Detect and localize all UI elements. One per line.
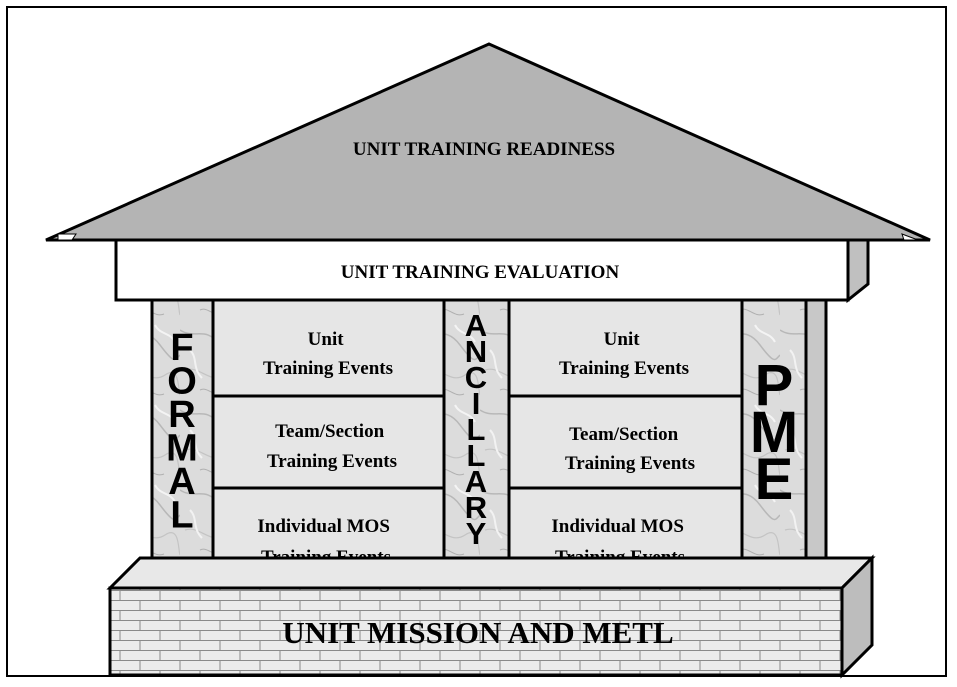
- beam-label: UNIT TRAINING EVALUATION: [341, 262, 620, 283]
- pillar-center-letter: N: [465, 334, 487, 369]
- pillar-formal: [150, 298, 215, 580]
- beam: [114, 238, 850, 302]
- pillar-right-letter: E: [755, 447, 794, 512]
- pillar-right-letter: M: [750, 400, 798, 465]
- foundation: [108, 586, 844, 677]
- pillar-center-letter: Y: [466, 516, 487, 551]
- pillar-center-letter: L: [467, 412, 486, 447]
- beam-side: [846, 238, 870, 304]
- pillar-center-letter: A: [465, 308, 487, 343]
- block-left-team-line1: Team/Section: [275, 421, 385, 442]
- house-side-wall: [804, 298, 828, 582]
- pillar-center-letter: R: [465, 490, 487, 525]
- pillar-left-letter: F: [170, 327, 193, 369]
- roof-right-eave: [901, 233, 919, 241]
- svg-text:Team/Section Training Ev: Team/Section Training Events: [565, 424, 695, 474]
- svg-text:Unit Training Events: Unit Training Events: [559, 329, 689, 379]
- roof-label: UNIT TRAINING READINESS: [353, 139, 615, 160]
- pillar-center-letter: I: [472, 386, 481, 421]
- block-left-individual-line1: Individual MOS: [257, 516, 390, 537]
- block-right-unit-line2: Training Events: [559, 358, 689, 379]
- block-right-team-line2: Training Events: [565, 453, 695, 474]
- pillar-left-letter: R: [168, 394, 195, 436]
- svg-text:Team/Section Training Ev: Team/Section Training Events: [267, 421, 397, 472]
- pillar-pme-label: PME: [750, 353, 798, 512]
- block-right-unit-line1: Unit: [604, 329, 641, 350]
- block-left-unit: [211, 298, 446, 398]
- block-right-team-line1: Team/Section: [569, 424, 679, 445]
- pillar-center-letter: L: [467, 438, 486, 473]
- block-left-team-line2: Training Events: [267, 451, 397, 472]
- pillar-center-letter: C: [465, 360, 487, 395]
- pillar-left-letter: L: [170, 495, 193, 537]
- pillar-right-letter: P: [755, 353, 794, 418]
- pillar-center-letter: A: [465, 464, 487, 499]
- left-blocks: Unit Training Events Team/Section Traini…: [211, 298, 446, 582]
- block-right-unit: [507, 298, 744, 398]
- roof-left-eave: [57, 233, 77, 241]
- pillar-left-letter: O: [167, 361, 197, 403]
- block-left-team: [211, 394, 446, 490]
- block-left-unit-line1: Unit: [308, 329, 345, 350]
- foundation-label: UNIT MISSION AND METL: [282, 615, 673, 650]
- block-left-unit-line2: Training Events: [263, 358, 393, 379]
- right-blocks: Unit Training Events Team/Section Traini…: [507, 298, 744, 582]
- pillar-left-letter: A: [168, 461, 195, 503]
- svg-text:Unit Training Events: Unit Training Events: [263, 329, 393, 379]
- foundation-top: [106, 556, 876, 590]
- block-right-individual-line1: Individual MOS: [551, 516, 684, 537]
- pillar-left-letter: M: [166, 428, 198, 470]
- pillar-pme: [740, 298, 808, 580]
